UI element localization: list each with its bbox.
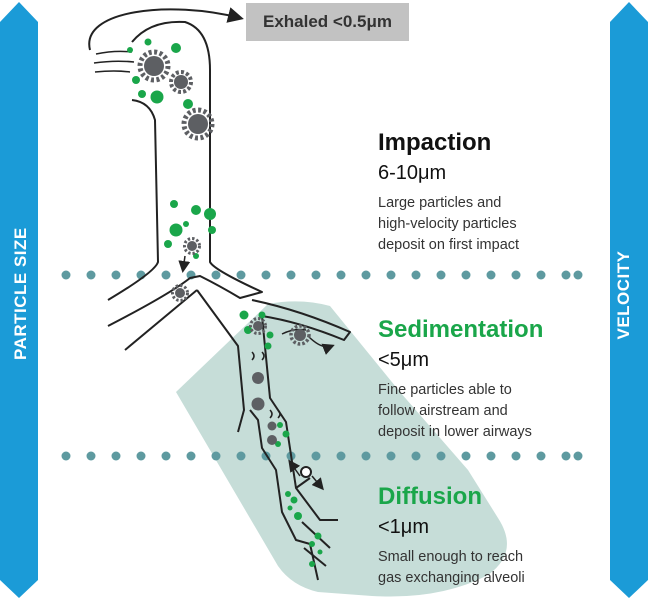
- green-particles: [127, 38, 323, 567]
- impaction-size: 6-10μm: [378, 162, 447, 184]
- desc-line: deposit in lower airways: [378, 424, 532, 440]
- diffusion-title: Diffusion: [378, 483, 482, 510]
- sedimentation-description: Fine particles able to follow airstream …: [378, 380, 543, 443]
- diffusion-size: <1μm: [378, 516, 429, 538]
- sedimentation-size: <5μm: [378, 349, 429, 371]
- desc-line: Large particles and: [378, 195, 502, 211]
- particle-size-label: PARTICLE SIZE: [11, 227, 30, 360]
- particle-motion-arrows: [178, 255, 335, 491]
- velocity-banner: [610, 2, 648, 598]
- diffusion-block: Diffusion <1μm Small enough to reach gas…: [378, 483, 525, 589]
- dotted-separator-top: [61, 270, 583, 280]
- impaction-description: Large particles and high-velocity partic…: [378, 193, 519, 256]
- diffusion-description: Small enough to reach gas exchanging alv…: [378, 547, 525, 589]
- sedimentation-block: Sedimentation <5μm Fine particles able t…: [378, 316, 543, 443]
- desc-line: gas exchanging alveoli: [378, 570, 525, 586]
- desc-line: Small enough to reach: [378, 549, 524, 565]
- desc-line: follow airstream and: [378, 403, 508, 419]
- particle-size-banner: [0, 2, 38, 598]
- gray-particles: [137, 49, 311, 445]
- desc-line: high-velocity particles: [378, 216, 517, 232]
- impaction-title: Impaction: [378, 129, 492, 156]
- velocity-label: VELOCITY: [614, 250, 633, 340]
- exhaled-arrow: [88, 7, 244, 51]
- impaction-block: Impaction 6-10μm Large particles and hig…: [378, 129, 519, 256]
- exhaled-label: Exhaled <0.5μm: [246, 3, 409, 41]
- desc-line: Fine particles able to: [378, 382, 512, 398]
- desc-line: deposit on first impact: [378, 237, 520, 253]
- sedimentation-title: Sedimentation: [378, 316, 544, 343]
- airflow-lines: [93, 50, 135, 73]
